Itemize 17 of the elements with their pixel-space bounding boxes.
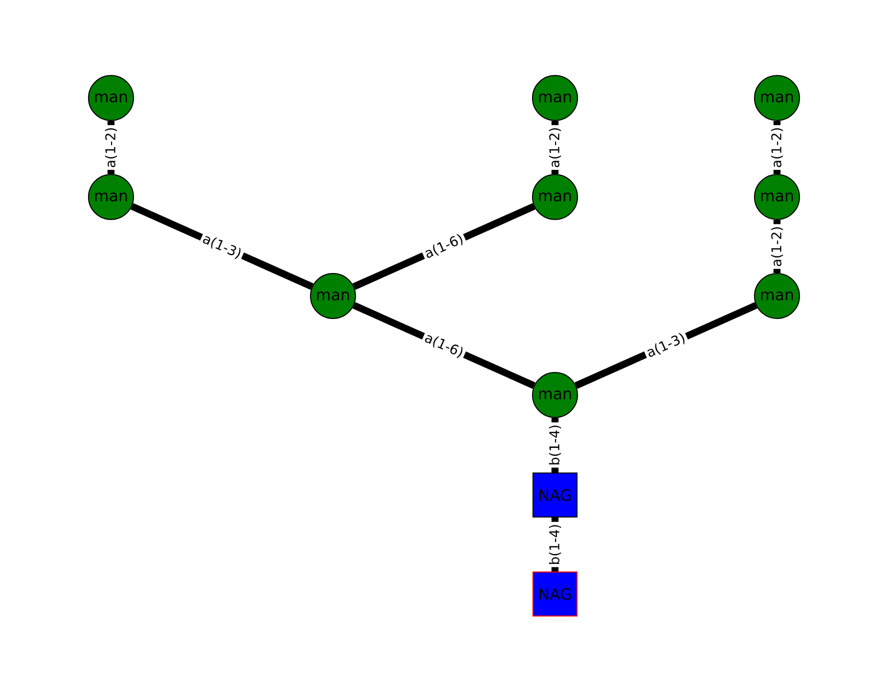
square-node: NAG [532,572,578,616]
circle-node: man [88,174,134,220]
circle-node: man [754,273,800,319]
square-node: NAG [532,472,578,518]
circle-node: man [754,174,800,220]
edge-label: b(1-4) [547,522,564,568]
edge-label: a(1-2) [103,125,120,170]
circle-node: man [532,372,578,418]
circle-node: man [88,75,134,121]
circle-node: man [754,75,800,121]
circle-node: man [532,174,578,220]
circle-node: man [310,273,356,319]
edge-label: a(1-2) [769,224,786,269]
circle-node: man [532,75,578,121]
edge-label: b(1-4) [547,422,564,468]
edge-label: a(1-2) [769,125,786,170]
edge-label: a(1-2) [547,125,564,170]
